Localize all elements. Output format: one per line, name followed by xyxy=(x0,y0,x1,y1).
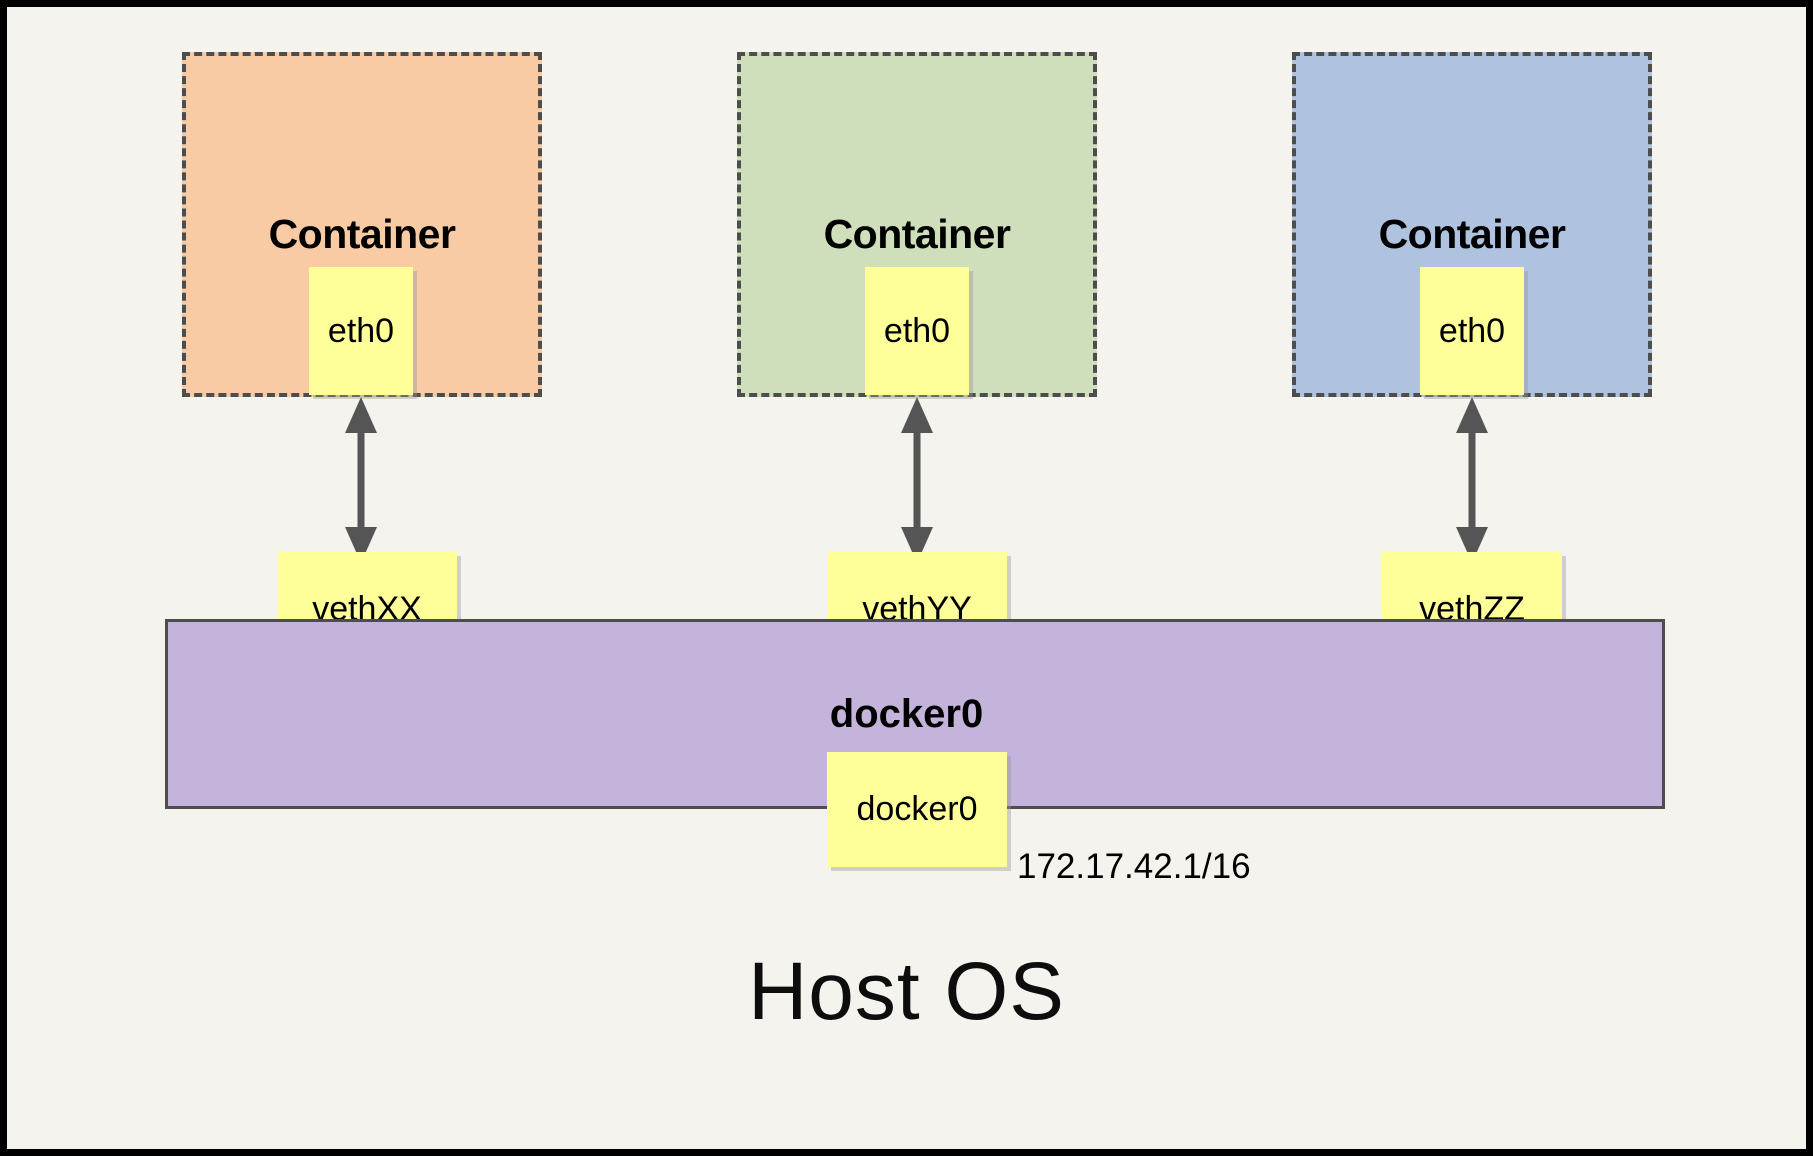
container-title-3: Container xyxy=(1378,211,1566,257)
veth-link-arrow-1 xyxy=(345,397,377,563)
veth-link-arrow-2 xyxy=(901,397,933,563)
veth-link-arrow-3 xyxy=(1456,397,1488,563)
host-os-label: Host OS xyxy=(748,946,1065,1037)
eth0-note-1: eth0 xyxy=(309,267,413,395)
docker0-note-label: docker0 xyxy=(856,790,978,828)
diagram-stage: Container eth0 vethXX Container eth0 vet… xyxy=(7,7,1806,1149)
eth0-note-3: eth0 xyxy=(1420,267,1524,395)
docker0-note: docker0 xyxy=(827,752,1007,867)
eth0-label-3: eth0 xyxy=(1438,311,1506,350)
container-title-1: Container xyxy=(268,211,456,257)
container-title-2: Container xyxy=(823,211,1011,257)
eth0-label-1: eth0 xyxy=(327,311,395,350)
eth0-note-2: eth0 xyxy=(865,267,969,395)
docker0-bridge-title: docker0 xyxy=(829,692,984,736)
container-box-2: Container xyxy=(737,52,1097,397)
eth0-label-2: eth0 xyxy=(883,311,951,350)
docker0-ip-label: 172.17.42.1/16 xyxy=(1017,847,1251,886)
